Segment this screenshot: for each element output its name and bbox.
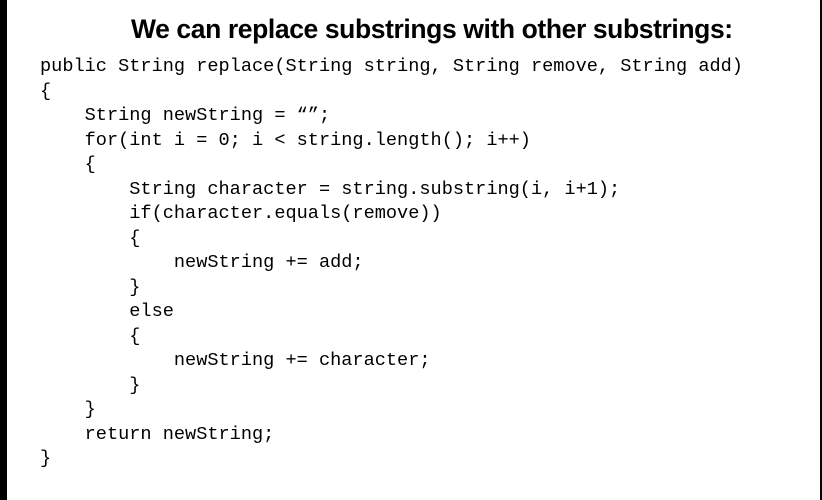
code-line: else [40,301,174,322]
left-border [0,0,7,500]
code-line: { [40,227,141,249]
code-line: String character = string.substring(i, i… [40,178,621,200]
code-line: newString += add; [40,252,364,273]
code-line: String newString = “”; [40,105,331,126]
code-line: { [40,325,141,347]
code-line: } [40,448,52,469]
code-line: { [40,154,96,175]
code-line: } [40,374,141,396]
code-line: return newString; [40,423,275,445]
code-block: public String replace(String string, Str… [40,55,743,472]
right-border [820,0,822,500]
code-line: newString += character; [40,350,431,371]
code-line: } [40,399,96,420]
code-line: for(int i = 0; i < string.length(); i++) [40,129,531,151]
code-line: { [40,80,52,102]
code-line: } [40,276,141,298]
code-line: public String replace(String string, Str… [40,56,743,77]
slide-title: We can replace substrings with other sub… [131,14,733,44]
code-line: if(character.equals(remove)) [40,203,442,224]
